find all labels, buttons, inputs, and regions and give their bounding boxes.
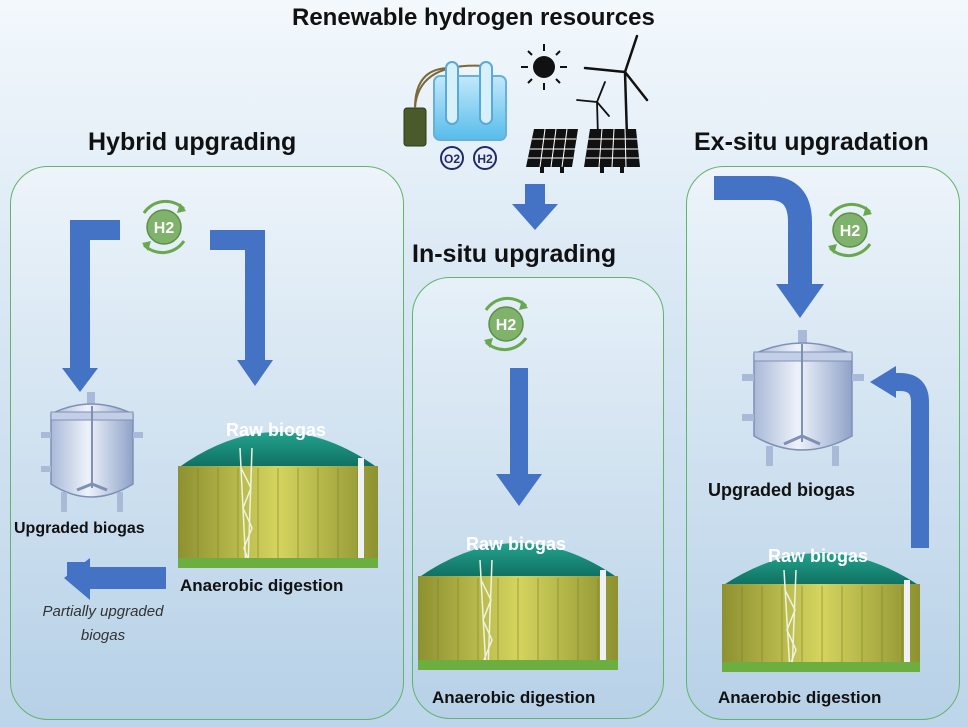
hybrid-flow-arrows [62, 220, 273, 392]
partially-upgraded-biogas: Partially upgraded biogas [14, 600, 192, 648]
insitu-flow-arrow [496, 368, 542, 506]
electrolyzer-icon: O2 H2 [403, 61, 507, 170]
partial-line-1: Partially upgraded [42, 603, 164, 620]
sun-icon [521, 44, 567, 90]
reactor-icon [41, 392, 143, 512]
exsitu-anaerobic-digestion: Anaerobic digestion [718, 688, 882, 707]
h2-label: H2 [477, 152, 493, 166]
exsitu-title: Ex-situ upgradation [694, 128, 929, 156]
h2-badge: H2 [154, 220, 175, 237]
insitu-title: In-situ upgrading [412, 240, 617, 268]
solar-panel-icon [526, 128, 640, 173]
h2-badge: H2 [840, 223, 861, 240]
h2-badge: H2 [496, 317, 517, 334]
partial-line-2: biogas [80, 627, 126, 644]
digester-icon [178, 432, 378, 569]
hybrid-upgraded-biogas: Upgraded biogas [14, 520, 145, 537]
hybrid-raw-biogas: Raw biogas [226, 420, 327, 440]
o2-label: O2 [444, 152, 460, 166]
insitu-anaerobic-digestion: Anaerobic digestion [432, 688, 596, 707]
exsitu-raw-biogas: Raw biogas [768, 546, 869, 566]
digester-icon [418, 543, 618, 671]
wind-turbine-icon [576, 34, 649, 139]
exsitu-upgraded-biogas: Upgraded biogas [708, 480, 856, 500]
exsitu-inflow-arrow [714, 176, 824, 318]
insitu-raw-biogas: Raw biogas [466, 534, 567, 554]
h2-cycle-icon: H2 [828, 202, 872, 258]
digester-icon [722, 553, 920, 673]
reactor-icon [742, 330, 864, 466]
hybrid-anaerobic-digestion: Anaerobic digestion [180, 576, 344, 595]
hybrid-title: Hybrid upgrading [88, 128, 297, 156]
supply-arrow [512, 184, 558, 230]
exsitu-return-arrow [870, 366, 929, 548]
h2-cycle-icon: H2 [484, 296, 528, 352]
header-title: Renewable hydrogen resources [292, 4, 655, 31]
partial-return-arrow [64, 558, 166, 600]
h2-cycle-icon: H2 [142, 199, 186, 255]
